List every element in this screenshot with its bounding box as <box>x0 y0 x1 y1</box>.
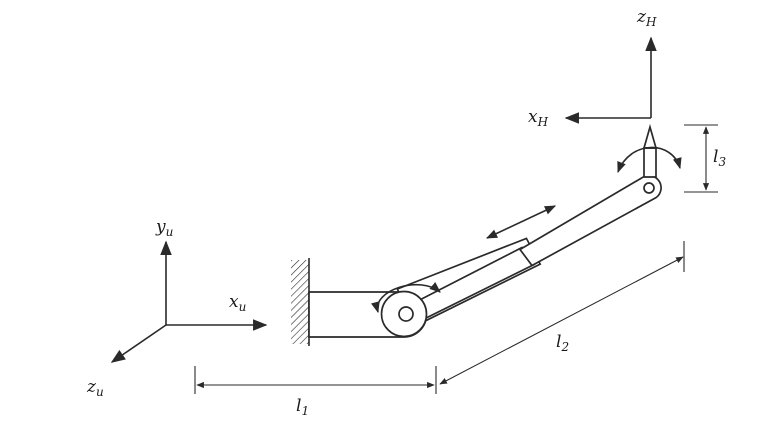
hand-z-label: zH <box>636 7 657 29</box>
dimension-l2: l2 <box>439 241 685 385</box>
translation-arrow <box>485 205 557 239</box>
shoulder-rotation-arrow <box>371 282 441 314</box>
base-z-axis <box>110 324 167 363</box>
wrist-pin <box>643 182 655 194</box>
l2-label: l2 <box>556 332 569 354</box>
shoulder-pin <box>398 306 414 322</box>
wrist-rotation-arrow <box>617 146 682 174</box>
wall <box>291 258 310 346</box>
wall-hatching <box>291 260 309 344</box>
dimension-l3: l3 <box>684 124 726 193</box>
base-z-label: zu <box>86 377 104 399</box>
dimension-l1: l1 <box>194 366 437 418</box>
prismatic-rod <box>518 174 662 267</box>
hand-x-label: xH <box>528 107 549 129</box>
base-frame: yu xu zu <box>86 217 268 399</box>
l1-label: l1 <box>296 396 309 418</box>
tool-tip <box>617 123 682 178</box>
l3-label: l3 <box>713 147 726 169</box>
hand-frame: zH xH <box>528 7 657 129</box>
base-x-label: xu <box>229 292 246 314</box>
base-y-label: yu <box>155 217 173 239</box>
shoulder-joint <box>371 282 441 338</box>
